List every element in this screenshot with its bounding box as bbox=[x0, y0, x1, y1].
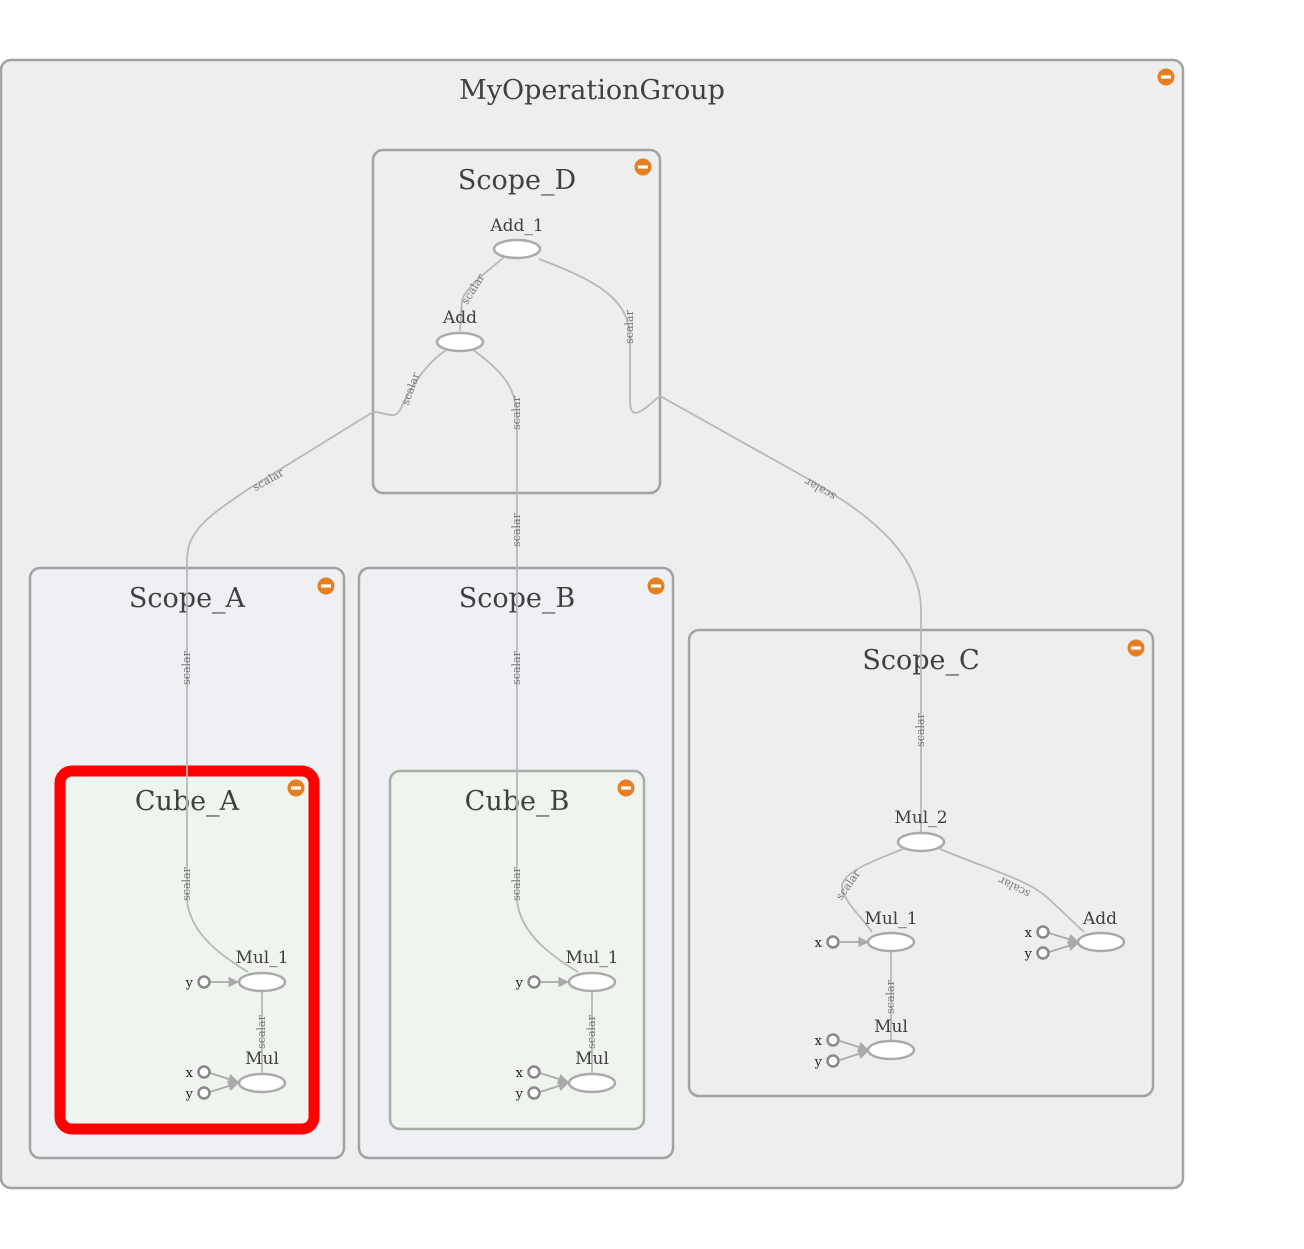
op-ellipse[interactable] bbox=[1076, 931, 1126, 953]
op-ellipse[interactable] bbox=[866, 1039, 916, 1061]
group-scope-d[interactable]: Scope_D bbox=[371, 148, 662, 495]
cube-a-ports: y x y bbox=[185, 975, 211, 1102]
port-edge bbox=[209, 1072, 240, 1085]
node-label: Mul_2 bbox=[894, 808, 947, 828]
edges bbox=[186, 256, 1085, 1093]
edge-c-add-to-mul2 bbox=[939, 848, 1085, 933]
minus-circle-icon[interactable] bbox=[617, 779, 635, 797]
node-label: Mul bbox=[575, 1049, 609, 1069]
edge-add1-to-mul2 bbox=[538, 258, 922, 832]
op-ellipse[interactable] bbox=[567, 971, 617, 993]
port-label: x bbox=[516, 1066, 524, 1081]
node-add[interactable]: Add bbox=[435, 308, 485, 353]
edge-label: scalar bbox=[510, 650, 523, 684]
port-edge bbox=[539, 1080, 570, 1093]
edge-c-mul1-to-mul2 bbox=[841, 848, 904, 933]
port-label: x bbox=[815, 936, 823, 951]
edge-label: scalar bbox=[585, 1014, 598, 1048]
op-ellipse[interactable] bbox=[896, 831, 946, 853]
node-label: Mul bbox=[874, 1017, 908, 1037]
edge-add-to-add1 bbox=[459, 256, 505, 332]
edge-label: scalar bbox=[510, 512, 523, 546]
edge-label: scalar bbox=[914, 712, 927, 746]
port-edge bbox=[1048, 940, 1080, 953]
minus-circle-icon[interactable] bbox=[647, 577, 665, 595]
edge-label: scalar bbox=[255, 1014, 268, 1048]
scope-c-ports: x x y x y bbox=[814, 925, 1050, 1070]
port-label: y bbox=[185, 1087, 194, 1102]
port-y[interactable] bbox=[1036, 946, 1050, 960]
port-x[interactable] bbox=[826, 935, 840, 949]
port-edge bbox=[839, 1040, 870, 1053]
edge-label: scalar bbox=[180, 650, 193, 684]
edge-label: scalar bbox=[623, 309, 636, 343]
node-label: Mul bbox=[245, 1049, 279, 1069]
node-cube-a-mul-1[interactable]: Mul_1 bbox=[235, 948, 289, 993]
minus-circle-icon[interactable] bbox=[634, 158, 652, 176]
group-title: Scope_D bbox=[458, 165, 576, 196]
edge-add-to-cube-b-mul1 bbox=[471, 348, 579, 973]
node-label: Add bbox=[1082, 909, 1117, 929]
node-scope-c-mul[interactable]: Mul bbox=[866, 1017, 916, 1061]
port-label: y bbox=[185, 976, 194, 991]
node-cube-a-mul[interactable]: Mul bbox=[237, 1049, 287, 1094]
port-label: y bbox=[515, 976, 524, 991]
op-ellipse[interactable] bbox=[237, 1072, 287, 1094]
edge-label: scalar bbox=[510, 395, 523, 429]
port-label: x bbox=[815, 1034, 823, 1049]
cube-b-ports: y x y bbox=[515, 975, 541, 1102]
node-label: Add bbox=[442, 308, 477, 328]
op-ellipse[interactable] bbox=[492, 238, 542, 260]
port-x[interactable] bbox=[527, 1065, 541, 1079]
node-label: Mul_1 bbox=[565, 948, 618, 968]
op-ellipse[interactable] bbox=[237, 971, 287, 993]
port-y[interactable] bbox=[826, 1054, 840, 1068]
port-label: y bbox=[814, 1055, 823, 1070]
port-label: y bbox=[1024, 947, 1033, 962]
edge-add-to-cube-a-mul1 bbox=[186, 348, 449, 973]
edge-label: scalar bbox=[884, 979, 897, 1013]
node-scope-c-add[interactable]: Add bbox=[1076, 909, 1126, 953]
node-label: Add_1 bbox=[489, 216, 543, 236]
port-edge bbox=[1048, 932, 1080, 945]
port-edge bbox=[839, 1048, 870, 1061]
node-scope-c-mul-2[interactable]: Mul_2 bbox=[894, 808, 948, 853]
port-edge bbox=[209, 1080, 240, 1093]
minus-circle-icon[interactable] bbox=[1127, 639, 1145, 657]
port-y[interactable] bbox=[197, 1086, 211, 1100]
op-ellipse[interactable] bbox=[435, 331, 485, 353]
edge-label: scalar bbox=[180, 866, 193, 900]
edge-label: scalar bbox=[510, 866, 523, 900]
port-label: x bbox=[186, 1066, 194, 1081]
port-y[interactable] bbox=[527, 1086, 541, 1100]
port-label: y bbox=[515, 1087, 524, 1102]
minus-circle-icon[interactable] bbox=[317, 577, 335, 595]
port-x[interactable] bbox=[1036, 925, 1050, 939]
port-y[interactable] bbox=[197, 975, 211, 989]
port-edge bbox=[539, 1072, 570, 1085]
node-label: Mul_1 bbox=[235, 948, 288, 968]
node-add-1[interactable]: Add_1 bbox=[489, 216, 544, 260]
node-scope-c-mul-1[interactable]: Mul_1 bbox=[864, 909, 918, 953]
group-title: MyOperationGroup bbox=[459, 75, 725, 106]
minus-circle-icon[interactable] bbox=[287, 779, 305, 797]
port-label: x bbox=[1025, 926, 1033, 941]
port-x[interactable] bbox=[826, 1033, 840, 1047]
node-cube-b-mul[interactable]: Mul bbox=[567, 1049, 617, 1094]
op-ellipse[interactable] bbox=[567, 1072, 617, 1094]
port-x[interactable] bbox=[197, 1065, 211, 1079]
node-cube-b-mul-1[interactable]: Mul_1 bbox=[565, 948, 619, 993]
minus-circle-icon[interactable] bbox=[1157, 68, 1175, 86]
node-label: Mul_1 bbox=[864, 909, 917, 929]
port-y[interactable] bbox=[527, 975, 541, 989]
op-ellipse[interactable] bbox=[866, 931, 916, 953]
